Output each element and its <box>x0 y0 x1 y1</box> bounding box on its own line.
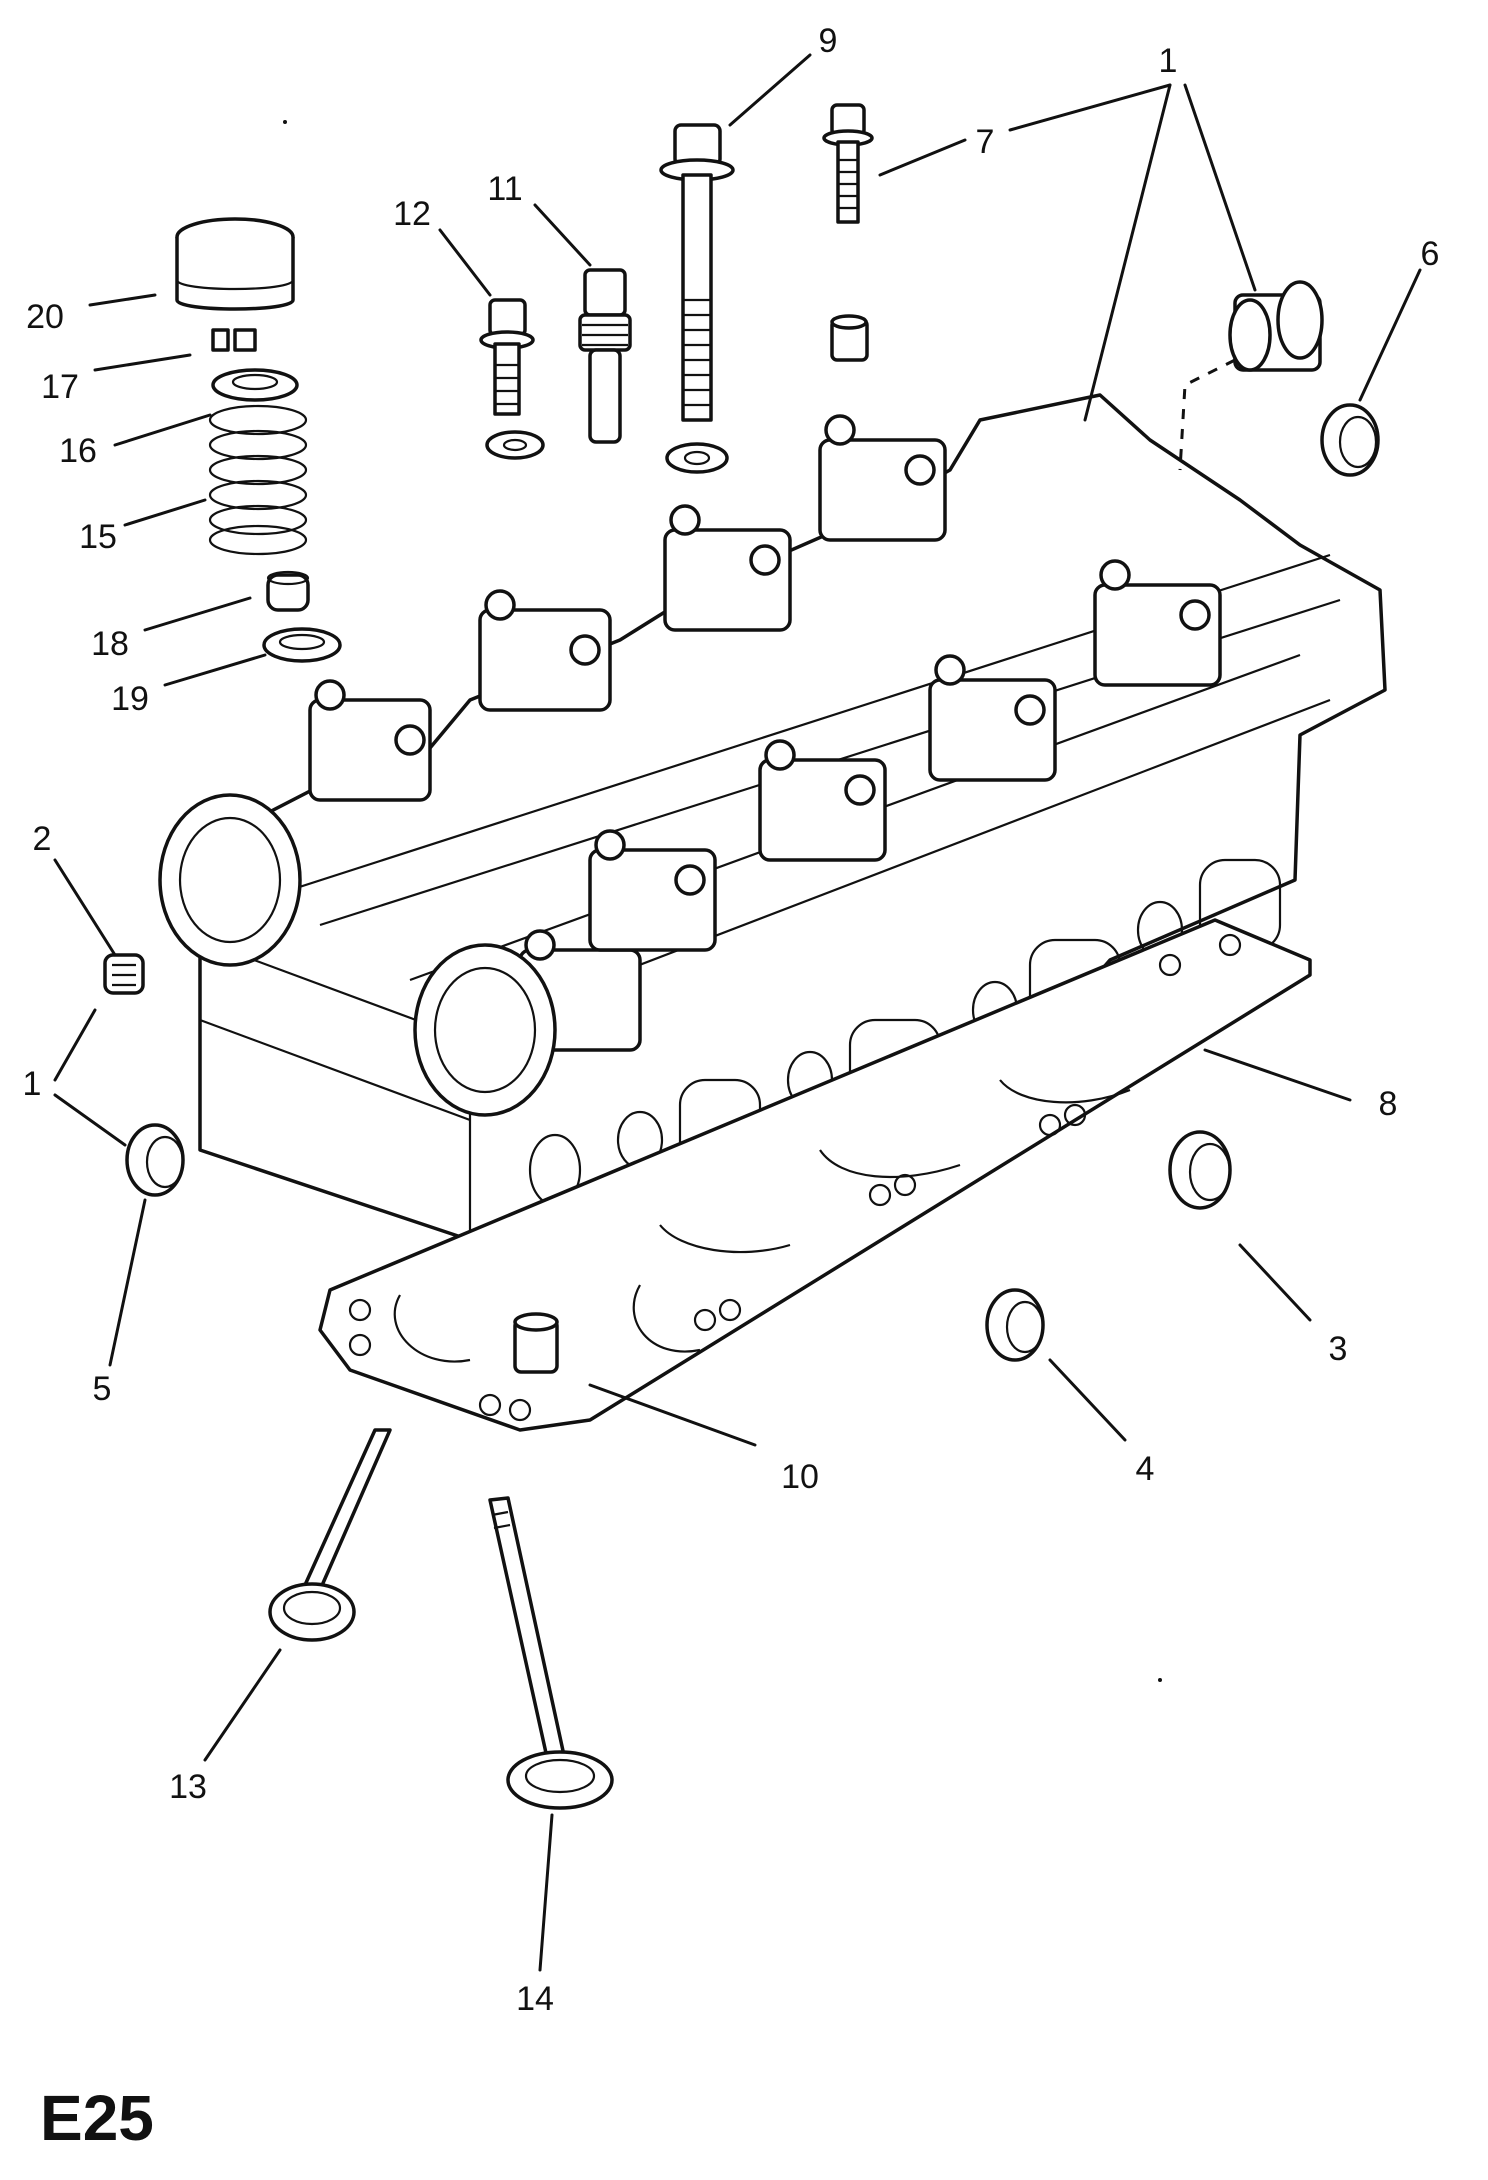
callout-10: 10 <box>781 1458 819 1496</box>
head-gasket <box>318 918 1312 1432</box>
bearing-caps-row-2 <box>518 559 1222 1052</box>
head-bolt-9 <box>659 123 735 474</box>
exhaust-valve-14 <box>488 1496 614 1810</box>
callout-12: 12 <box>393 195 431 233</box>
leader-lines <box>53 53 1422 1972</box>
callout-7: 7 <box>976 123 995 161</box>
bolt-7 <box>822 103 874 224</box>
spark-plug-tube <box>1178 280 1324 471</box>
callout-17: 17 <box>41 368 79 406</box>
valve-spring-15 <box>208 404 308 556</box>
callout-18: 18 <box>91 625 129 663</box>
callout-11: 11 <box>487 170 522 208</box>
dowel-sleeve <box>513 1312 559 1374</box>
callout-4: 4 <box>1136 1450 1155 1488</box>
callout-14: 14 <box>516 1980 554 2018</box>
callout-1-top: 1 <box>1159 42 1178 80</box>
page-code: E25 <box>40 2082 154 2154</box>
callout-1-lower: 1 <box>23 1065 42 1103</box>
camshaft-bores <box>158 793 557 1117</box>
callout-3: 3 <box>1329 1330 1348 1368</box>
spring-retainer-16 <box>211 368 299 402</box>
bearing-caps-row-1 <box>308 414 947 802</box>
valve-collets-17 <box>211 328 257 352</box>
core-plug-4 <box>985 1288 1045 1362</box>
bolt-12 <box>479 298 545 460</box>
spring-seat-19 <box>262 627 342 663</box>
callout-8: 8 <box>1379 1085 1398 1123</box>
threaded-plug-2 <box>103 953 145 995</box>
callout-9: 9 <box>819 22 838 60</box>
callout-20: 20 <box>26 298 64 336</box>
valve-stem-seal-18 <box>266 570 310 612</box>
core-plug-5 <box>125 1123 185 1197</box>
dowel-pin <box>830 314 869 362</box>
callout-15: 15 <box>79 518 117 556</box>
callout-5: 5 <box>93 1370 112 1408</box>
core-plug-6 <box>1320 403 1380 477</box>
bucket-tappet-20 <box>175 217 295 311</box>
intake-valve-13 <box>268 1428 392 1642</box>
core-plug-3 <box>1168 1130 1232 1210</box>
callout-16: 16 <box>59 432 97 470</box>
callout-13: 13 <box>169 1768 207 1806</box>
cylinder-head <box>158 393 1387 1272</box>
callout-2: 2 <box>33 820 52 858</box>
stud-11 <box>578 268 632 444</box>
callout-6: 6 <box>1421 235 1440 273</box>
callout-19: 19 <box>111 680 149 718</box>
